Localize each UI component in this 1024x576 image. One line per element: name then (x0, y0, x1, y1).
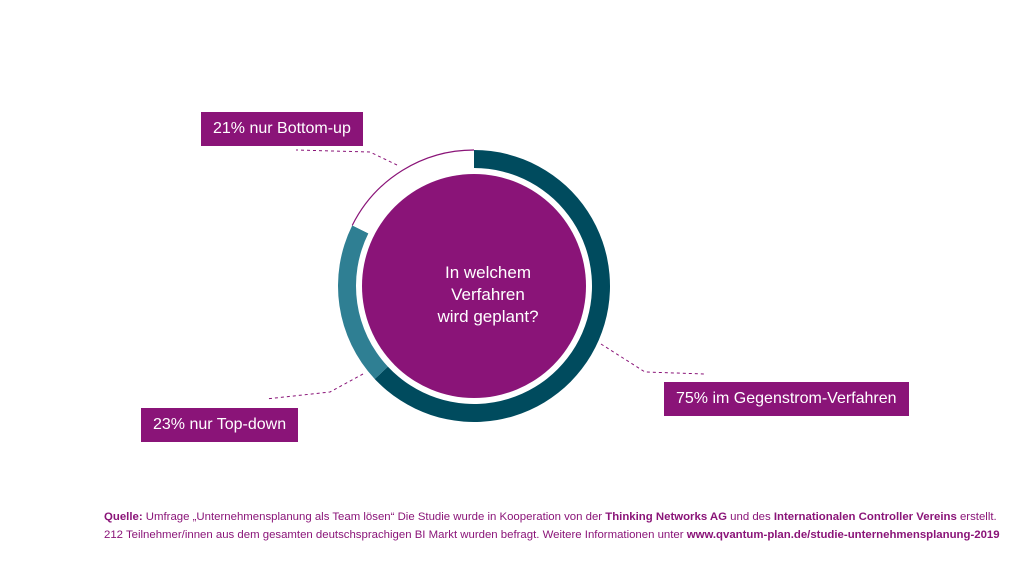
footer-text-3: erstellt. (956, 511, 997, 523)
footer-text-2: und des (727, 511, 774, 523)
leader-line-bottom-up (295, 149, 398, 166)
donut-center-disc (362, 174, 586, 398)
data-label-bottom-up: 21% nur Bottom-up (201, 112, 363, 146)
segment-gegenstrom (374, 150, 610, 422)
center-text-line-2: Verfahren (451, 285, 525, 304)
donut-ring (338, 149, 610, 422)
leader-line-gegenstrom (600, 343, 706, 375)
footer-org-1: Thinking Networks AG (605, 511, 727, 523)
donut-center-question: In welchem Verfahren wird geplant? (384, 262, 592, 328)
footer-line-2: 212 Teilnehmer/innen aus dem gesamten de… (104, 526, 1004, 544)
source-footer: Quelle: Umfrage „Unternehmensplanung als… (104, 508, 1004, 544)
leader-line-top-down (265, 373, 364, 400)
data-label-gegenstrom: 75% im Gegenstrom-Verfahren (664, 382, 909, 416)
leader-lines (265, 149, 706, 400)
footer-line-1: Quelle: Umfrage „Unternehmensplanung als… (104, 508, 1004, 526)
center-text-line-1: In welchem (445, 263, 531, 282)
footer-url-link[interactable]: www.qvantum-plan.de/studie-unternehmensp… (686, 529, 1000, 541)
footer-text-4: 212 Teilnehmer/innen aus dem gesamten de… (104, 529, 687, 541)
segment-bottom-up-outline (351, 149, 475, 226)
segment-bottom-up (352, 150, 474, 234)
footer-source-label: Quelle: (104, 511, 143, 523)
data-label-top-down: 23% nur Top-down (141, 408, 299, 442)
center-text-line-3: wird geplant? (437, 307, 539, 326)
footer-org-2: Internationalen Controller Vereins (773, 511, 957, 523)
segment-top-down (338, 225, 388, 379)
footer-text-1: Umfrage „Unternehmensplanung als Team lö… (142, 511, 606, 523)
